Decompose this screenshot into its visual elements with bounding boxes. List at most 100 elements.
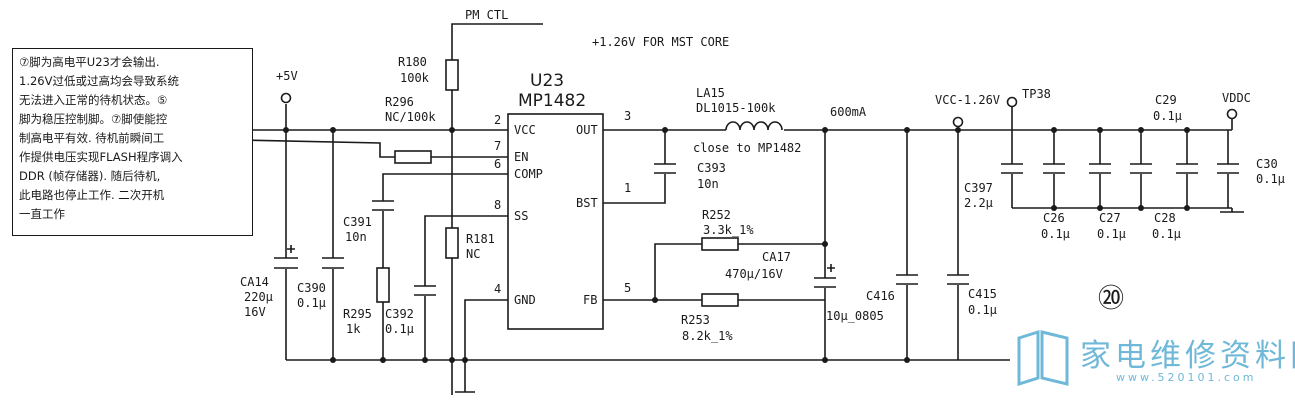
r180-ref: R180 (398, 55, 427, 69)
note-line: DDR (帧存储器). 随后待机, (19, 169, 161, 183)
capacitor-c393 (654, 163, 676, 174)
capacitor-c26 (1043, 163, 1065, 174)
resistor-r181 (445, 227, 459, 259)
ca14-ref: CA14 (240, 275, 269, 289)
r253-value: 8.2k_1% (682, 329, 733, 343)
ic-part: MP1482 (518, 91, 586, 111)
c393-ref: C393 (697, 161, 726, 175)
r252-ref: R252 (702, 208, 731, 222)
ca17-value: 470μ/16V (725, 267, 783, 281)
note-line: 脚为稳压控制脚。⑦脚使能控 (19, 112, 168, 126)
capacitor-c416 (896, 274, 918, 285)
r253-ref: R253 (681, 313, 710, 327)
capacitor-c30 (1217, 163, 1239, 174)
resistor-r296 (394, 150, 432, 164)
capacitor-c390 (322, 257, 344, 269)
c415-value: 0.1μ (968, 303, 997, 317)
c28-ref: C28 (1154, 211, 1176, 225)
capacitors (274, 163, 1239, 296)
ic-u23: U23 MP1482 VCC EN COMP SS GND OUT BST FB… (494, 71, 631, 330)
c391-value: 10n (345, 230, 367, 244)
pin-label-out: OUT (576, 123, 598, 137)
current-label: 600mA (830, 105, 867, 119)
pin-label-vcc: VCC (514, 123, 536, 137)
pin-number-en: 7 (494, 139, 501, 153)
c397-value: 2.2μ (964, 196, 993, 210)
r296-ref: R296 (385, 95, 414, 109)
ca14-voltage: 16V (244, 305, 266, 319)
capacitor-ca17 (814, 264, 836, 288)
watermark-name: 家电维修资料网 (1080, 338, 1295, 374)
r181-value: NC (466, 247, 480, 261)
capacitor-c29 (1130, 163, 1152, 174)
pin-number-fb: 5 (624, 281, 631, 295)
la15-ref: LA15 (696, 86, 725, 100)
annotation-note: ⑦脚为高电平U23才会输出. 1.26V过低或过高均会导致系统 无法进入正常的待… (12, 48, 253, 236)
pm-ctl-label: PM CTL (465, 8, 508, 22)
note-line: 此电路也停止工作. 二次开机 (19, 188, 165, 202)
c29-value: 0.1μ (1153, 109, 1182, 123)
capacitor-c392 (414, 285, 436, 296)
resistor-r295 (376, 267, 390, 303)
c390-value: 0.1μ (297, 296, 326, 310)
resistor-r252 (701, 237, 739, 251)
watermark-brand: 家电维修资料网 www.520101.com (1016, 328, 1295, 390)
c397-ref: C397 (964, 181, 993, 195)
c29-ref: C29 (1155, 93, 1177, 107)
capacitor-ca14 (274, 245, 298, 269)
inductor-la15 (725, 118, 784, 132)
ic-ref: U23 (530, 71, 564, 91)
c393-note: close to MP1482 (693, 141, 801, 155)
capacitor-c27 (1089, 163, 1111, 174)
r296-value: NC/100k (385, 110, 436, 124)
vddc-label: VDDC (1222, 91, 1251, 105)
book-icon (1017, 329, 1069, 386)
c415-ref: C415 (968, 287, 997, 301)
wires (239, 23, 1244, 395)
c391-ref: C391 (343, 215, 372, 229)
figure-number: ⑳ (1098, 284, 1124, 314)
watermark-url: www.520101.com (1116, 371, 1257, 384)
pin-label-comp: COMP (514, 167, 543, 181)
c392-value: 0.1μ (385, 322, 414, 336)
c30-ref: C30 (1256, 157, 1278, 171)
c26-value: 0.1μ (1041, 227, 1070, 241)
c28-value: 0.1μ (1152, 227, 1181, 241)
c416-ref: C416 (866, 289, 895, 303)
terminals (280, 92, 1238, 130)
pin-label-bst: BST (576, 196, 598, 210)
r295-ref: R295 (343, 307, 372, 321)
pin-number-vcc: 2 (494, 113, 501, 127)
c27-ref: C27 (1099, 211, 1121, 225)
pin-number-bst: 1 (624, 181, 631, 195)
labels: PM CTL +1.26V FOR MST CORE +5V R180 100k… (240, 8, 1285, 343)
c26-ref: C26 (1043, 211, 1065, 225)
pin-label-en: EN (514, 150, 528, 164)
c392-ref: C392 (385, 307, 414, 321)
c390-ref: C390 (297, 281, 326, 295)
c416-value: 10μ_0805 (826, 309, 884, 323)
pin-number-out: 3 (624, 109, 631, 123)
pin-label-fb: FB (583, 293, 597, 307)
pin-number-comp: 6 (494, 157, 501, 171)
resistors (376, 59, 739, 307)
capacitor-c28 (1176, 163, 1198, 174)
resistor-r180 (445, 59, 459, 91)
core-rail-label: +1.26V FOR MST CORE (592, 35, 729, 49)
pin-label-gnd: GND (514, 293, 536, 307)
c27-value: 0.1μ (1097, 227, 1126, 241)
capacitor-c397 (1001, 163, 1023, 174)
la15-value: DL1015-100k (696, 101, 776, 115)
r181-ref: R181 (466, 232, 495, 246)
capacitor-c391 (372, 200, 394, 211)
ca17-ref: CA17 (762, 250, 791, 264)
note-line: 作提供电压实现FLASH程序调入 (19, 150, 183, 164)
r252-value: 3.3k_1% (703, 223, 754, 237)
note-line: 一直工作 (19, 207, 65, 221)
c393-value: 10n (697, 177, 719, 191)
resistor-r253 (701, 293, 739, 307)
junctions (283, 127, 1190, 363)
plus5v-label: +5V (276, 69, 298, 83)
r180-value: 100k (400, 71, 430, 85)
